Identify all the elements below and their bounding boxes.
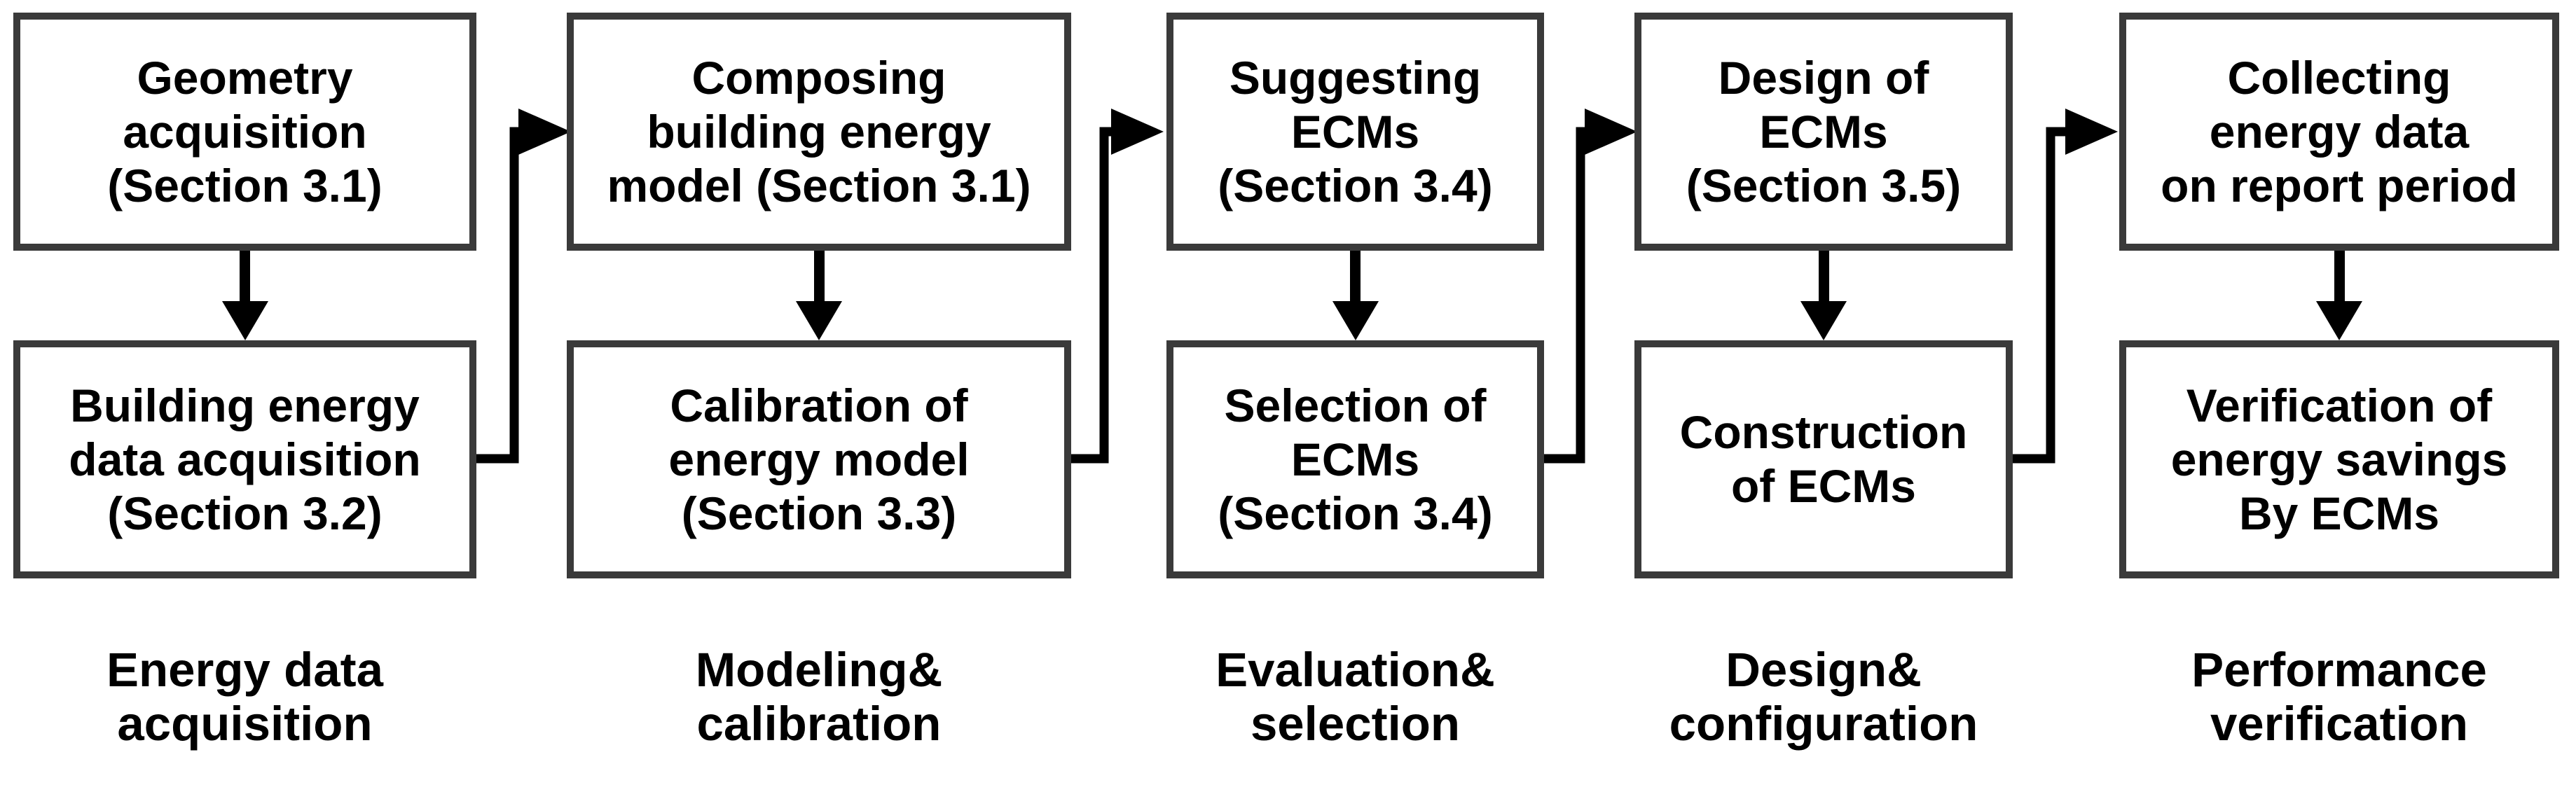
stage-energy-data-acquisition: Geometry acquisition (Section 3.1) Build… bbox=[13, 0, 476, 792]
elbow-connector-arrow bbox=[2013, 109, 2118, 464]
down-arrow-shaft bbox=[813, 251, 825, 301]
stage-label: Energy data acquisition bbox=[106, 643, 383, 751]
down-arrow-icon bbox=[1634, 251, 2013, 340]
bottom-flow-box: Building energy data acquisition (Sectio… bbox=[13, 340, 476, 578]
down-arrow-icon bbox=[13, 251, 476, 340]
top-flow-box: Geometry acquisition (Section 3.1) bbox=[13, 13, 476, 251]
bottom-flow-box-text: Verification of energy savings By ECMs bbox=[2170, 379, 2508, 539]
stage-evaluation-selection: Suggesting ECMs (Section 3.4) Selection … bbox=[1166, 0, 1544, 792]
down-arrow-shaft bbox=[240, 251, 250, 301]
down-arrow-head bbox=[221, 301, 268, 340]
bottom-flow-box: Selection of ECMs (Section 3.4) bbox=[1166, 340, 1544, 578]
down-arrow-shaft bbox=[2334, 251, 2345, 301]
top-flow-box: Collecting energy data on report period bbox=[2119, 13, 2559, 251]
top-flow-box-text: Composing building energy model (Section… bbox=[607, 51, 1031, 211]
down-arrow-head bbox=[2316, 301, 2362, 340]
stage-label: Design& configuration bbox=[1669, 643, 1978, 751]
top-flow-box: Composing building energy model (Section… bbox=[567, 13, 1071, 251]
down-arrow-shaft bbox=[1818, 251, 1829, 301]
elbow-connector-arrow bbox=[1071, 109, 1164, 464]
stage-modeling-calibration: Composing building energy model (Section… bbox=[567, 0, 1071, 792]
top-flow-box: Suggesting ECMs (Section 3.4) bbox=[1166, 13, 1544, 251]
bottom-flow-box-text: Construction of ECMs bbox=[1679, 406, 1968, 512]
stage-design-configuration: Design of ECMs (Section 3.5) Constructio… bbox=[1634, 0, 2013, 792]
stage-label: Performance verification bbox=[2191, 643, 2487, 751]
stage-label: Evaluation& selection bbox=[1215, 643, 1495, 751]
down-arrow-shaft bbox=[1350, 251, 1361, 301]
down-arrow-icon bbox=[567, 251, 1071, 340]
top-flow-box: Design of ECMs (Section 3.5) bbox=[1634, 13, 2013, 251]
bottom-flow-box-text: Selection of ECMs (Section 3.4) bbox=[1218, 379, 1493, 539]
bottom-flow-box: Calibration of energy model (Section 3.3… bbox=[567, 340, 1071, 578]
down-arrow-icon bbox=[1166, 251, 1544, 340]
top-flow-box-text: Collecting energy data on report period bbox=[2161, 51, 2518, 211]
stage-label: Modeling& calibration bbox=[695, 643, 943, 751]
down-arrow-head bbox=[796, 301, 842, 340]
down-arrow-head bbox=[1332, 301, 1379, 340]
elbow-connector-arrow bbox=[476, 109, 571, 464]
stage-performance-verification: Collecting energy data on report period … bbox=[2119, 0, 2559, 792]
bottom-flow-box-text: Calibration of energy model (Section 3.3… bbox=[668, 379, 970, 539]
bottom-flow-box: Verification of energy savings By ECMs bbox=[2119, 340, 2559, 578]
down-arrow-head bbox=[1800, 301, 1847, 340]
elbow-connector-arrow bbox=[1544, 109, 1637, 464]
down-arrow-icon bbox=[2119, 251, 2559, 340]
bottom-flow-box: Construction of ECMs bbox=[1634, 340, 2013, 578]
top-flow-box-text: Suggesting ECMs (Section 3.4) bbox=[1218, 51, 1493, 211]
bottom-flow-box-text: Building energy data acquisition (Sectio… bbox=[69, 379, 421, 539]
top-flow-box-text: Geometry acquisition (Section 3.1) bbox=[107, 51, 383, 211]
top-flow-box-text: Design of ECMs (Section 3.5) bbox=[1686, 51, 1962, 211]
